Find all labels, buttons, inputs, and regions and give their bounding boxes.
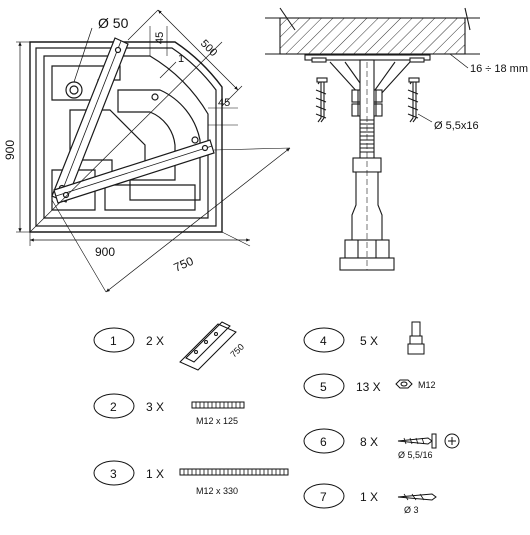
- part-4: 4 5 X: [303, 321, 425, 355]
- dim-45-right-label: 45: [218, 97, 230, 109]
- part-7: 7 1 X Ø 3: [303, 483, 437, 515]
- part-number: 5: [320, 380, 327, 394]
- bracket: [329, 61, 411, 96]
- part-6: 6 8 X Ø 5,5/16: [303, 428, 460, 460]
- dim-750-line: [105, 147, 291, 293]
- dim-500-ext: [127, 9, 159, 41]
- part-number: 2: [110, 400, 117, 414]
- part-number: 3: [110, 467, 117, 481]
- dim-500-label: 500: [198, 38, 219, 59]
- part-number-oval: [303, 428, 345, 454]
- part-number-oval: [303, 373, 345, 399]
- nut-icon: [395, 379, 413, 389]
- dim-diameter-label: Ø 50: [98, 15, 129, 31]
- frame-pocket-low: [51, 169, 96, 211]
- drill-bit-icon: [397, 493, 437, 501]
- part-qty: 5 X: [360, 334, 378, 348]
- part-1: 1 2 X 750: [93, 321, 246, 371]
- part-qty: 1 X: [360, 490, 378, 504]
- part-qty: 8 X: [360, 435, 378, 449]
- screw-leader: [417, 113, 433, 123]
- dim-900-bottom-label: 900: [95, 245, 115, 259]
- drain-inner: [69, 85, 79, 95]
- part-2: 2 3 X M12 x 125: [93, 393, 245, 426]
- screw-right: [407, 77, 420, 123]
- part-number-oval: [303, 483, 345, 509]
- board-section: [279, 17, 466, 55]
- dim-750-label: 750: [172, 254, 196, 275]
- part-label: M12: [418, 380, 436, 390]
- part-number: 1: [110, 334, 117, 348]
- part-qty: 13 X: [356, 380, 381, 394]
- part-label: Ø 5,5/16: [398, 450, 433, 460]
- foot: [151, 93, 159, 101]
- leg-detail: [265, 7, 480, 271]
- board-thickness-label: 16 ÷ 18 mm: [470, 63, 528, 75]
- part-number-oval: [93, 393, 135, 419]
- phillips-head-icon: [444, 433, 460, 449]
- part-label: M12 x 125: [196, 416, 238, 426]
- part-qty: 2 X: [146, 334, 164, 348]
- part-number: 4: [320, 334, 327, 348]
- part-number-oval: [303, 327, 345, 353]
- screw-size-label: Ø 5,5x16: [434, 120, 479, 132]
- board-leader: [449, 53, 469, 69]
- dim-900-left-label: 900: [3, 140, 17, 160]
- callout-1-label: 1: [178, 53, 184, 65]
- dim-45-top-label: 45: [154, 32, 166, 44]
- dim-500-ext: [221, 85, 243, 107]
- part-number: 6: [320, 435, 327, 449]
- dim-diameter-leader: [73, 27, 93, 83]
- part-3: 3 1 X M12 x 330: [93, 460, 289, 496]
- dim-750-ext: [51, 199, 107, 293]
- foot: [191, 136, 199, 144]
- threaded-rod-short-icon: [191, 401, 245, 409]
- part-number: 7: [320, 490, 327, 504]
- screw-icon: [397, 433, 437, 449]
- part-label: M12 x 330: [196, 486, 238, 496]
- dim-750-ext: [213, 147, 291, 151]
- part-qty: 3 X: [146, 400, 164, 414]
- threaded-rod-long-icon: [179, 468, 289, 476]
- part-number-oval: [93, 327, 135, 353]
- part-label: Ø 3: [404, 505, 419, 515]
- screw-left: [315, 77, 328, 123]
- part-number-oval: [93, 460, 135, 486]
- dim-900-bottom-ext: [221, 231, 251, 247]
- part-qty: 1 X: [146, 467, 164, 481]
- dim-500-line: [157, 9, 239, 91]
- part-5: 5 13 X M12: [303, 373, 436, 399]
- rail-icon: [179, 321, 237, 371]
- leg-icon: [407, 321, 425, 355]
- part-label: 750: [228, 342, 246, 360]
